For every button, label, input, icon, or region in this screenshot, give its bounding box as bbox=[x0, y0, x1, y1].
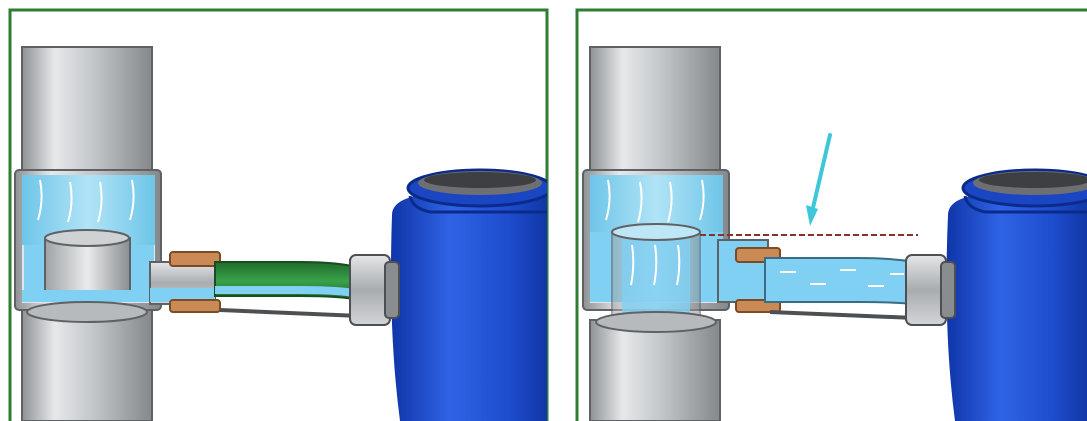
diverter-inner-pipe bbox=[45, 238, 130, 298]
barrel bbox=[947, 170, 1087, 421]
hose bbox=[765, 258, 915, 304]
downpipe-lower bbox=[22, 310, 152, 421]
downpipe-lower bbox=[590, 320, 720, 421]
panel-right bbox=[577, 10, 1087, 421]
downpipe-upper bbox=[22, 47, 152, 172]
downpipe-upper bbox=[590, 47, 720, 172]
panel-left bbox=[10, 10, 560, 421]
barrel bbox=[391, 170, 560, 421]
copper-ring bbox=[170, 252, 220, 266]
